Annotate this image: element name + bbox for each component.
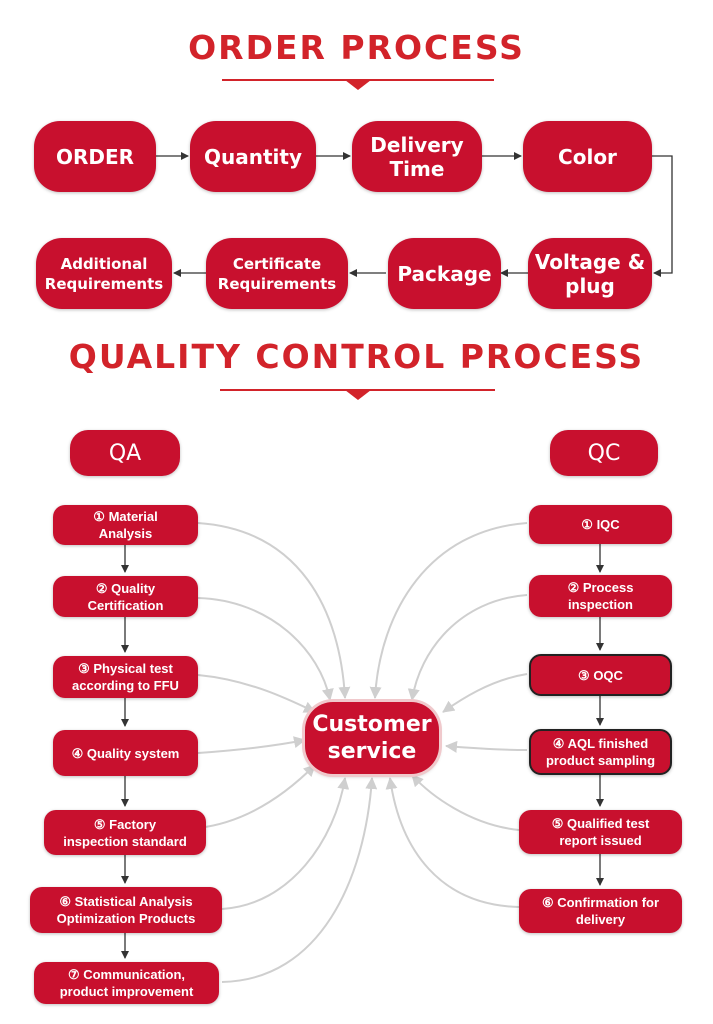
order-step-order: ORDER — [34, 121, 156, 192]
qc-step-qualified-report: ⑤ Qualified test report issued — [519, 810, 682, 854]
order-step-color: Color — [523, 121, 652, 192]
qa-step-communication: ⑦ Communication, product improvement — [34, 962, 219, 1004]
qc-header: QC — [550, 430, 658, 476]
qa-header: QA — [70, 430, 180, 476]
qa-step-quality-system: ④ Quality system — [53, 730, 198, 776]
customer-service-hub: Customer service — [305, 702, 439, 774]
title-pointer — [345, 390, 371, 400]
order-step-additional-requirements: Additional Requirements — [36, 238, 172, 309]
order-step-quantity: Quantity — [190, 121, 316, 192]
order-step-delivery-time: Delivery Time — [352, 121, 482, 192]
qc-step-aql-sampling: ④ AQL finished product sampling — [529, 729, 672, 775]
qc-step-process-inspection: ② Process inspection — [529, 575, 672, 617]
order-step-voltage-plug: Voltage & plug — [528, 238, 652, 309]
qc-step-confirmation-delivery: ⑥ Confirmation for delivery — [519, 889, 682, 933]
qc-step-oqc: ③ OQC — [529, 654, 672, 696]
title-pointer — [345, 80, 371, 90]
order-process-title: ORDER PROCESS — [188, 28, 525, 67]
order-flow-arrows — [156, 152, 673, 277]
quality-control-title: QUALITY CONTROL PROCESS — [68, 337, 645, 376]
order-step-package: Package — [388, 238, 501, 309]
qa-step-physical-test: ③ Physical test according to FFU — [53, 656, 198, 698]
order-step-certificate-requirements: Certificate Requirements — [206, 238, 348, 309]
qa-step-material-analysis: ① Material Analysis — [53, 505, 198, 545]
qa-step-quality-certification: ② Quality Certification — [53, 576, 198, 617]
qa-step-factory-inspection: ⑤ Factory inspection standard — [44, 810, 206, 855]
customer-service-connectors — [197, 522, 528, 983]
qa-step-statistical-analysis: ⑥ Statistical Analysis Optimization Prod… — [30, 887, 222, 933]
qc-step-iqc: ① IQC — [529, 505, 672, 544]
